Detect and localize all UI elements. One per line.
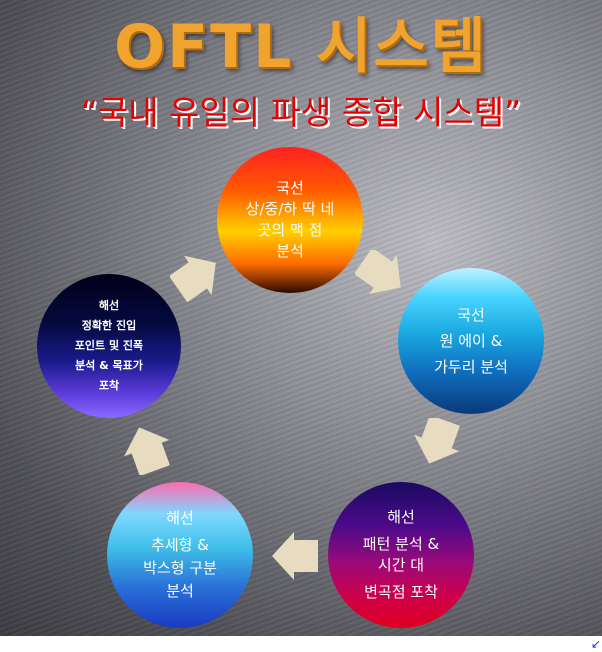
step-label: 해선 [98, 299, 120, 312]
step-text: 분석 [276, 242, 304, 260]
step-text: 변곡점 포착 [364, 583, 438, 601]
slide-title: OFTL 시스템 [114, 12, 488, 82]
step-label: 해선 [166, 509, 194, 527]
arrow-icon-5-to-1 [170, 255, 216, 302]
arrow-icon-4-to-5 [124, 427, 170, 475]
cycle-step-3: 해선 패턴 분석 & 시간 대 변곡점 포착 [328, 482, 474, 628]
step-text: 추세형 & [151, 536, 209, 554]
cycle-step-1: 국선 상/중/하 딱 네 곳의 맥 점 분석 [217, 147, 363, 293]
step-text: 정확한 진입 [81, 319, 137, 332]
step-label: 해선 [387, 508, 415, 526]
step-text: 원 에이 & [439, 332, 503, 350]
step-text: 가두리 분석 [434, 358, 508, 376]
arrow-icon-1-to-2 [355, 250, 401, 295]
step-text: 곳의 맥 점 [257, 221, 323, 239]
step-text: 패턴 분석 & [362, 535, 440, 553]
step-text: 분석 & 목표가 [75, 359, 143, 372]
arrow-icon-3-to-4 [272, 532, 318, 580]
slide-canvas: OFTL 시스템 “국내 유일의 파생 종합 시스템” 국선 상/중/하 딱 네… [0, 0, 602, 636]
corner-mark-icon: ↙ [591, 637, 602, 651]
step-text: 분석 [166, 582, 194, 600]
step-text: 포착 [98, 379, 120, 392]
step-label: 국선 [457, 306, 485, 324]
step-text: 상/중/하 딱 네 [245, 200, 335, 218]
arrow-icon-2-to-3 [414, 418, 460, 464]
step-text: 포인트 및 진폭 [74, 339, 144, 352]
cycle-step-2: 국선 원 에이 & 가두리 분석 [398, 268, 544, 414]
slide-subtitle: “국내 유일의 파생 종합 시스템” [80, 93, 522, 132]
step-label: 국선 [276, 179, 304, 197]
step-text: 시간 대 [377, 556, 425, 574]
step-text: 박스형 구분 [143, 559, 217, 577]
cycle-step-5: 해선 정확한 진입 포인트 및 진폭 분석 & 목표가 포착 [37, 274, 181, 418]
cycle-step-4: 해선 추세형 & 박스형 구분 분석 [107, 482, 253, 628]
